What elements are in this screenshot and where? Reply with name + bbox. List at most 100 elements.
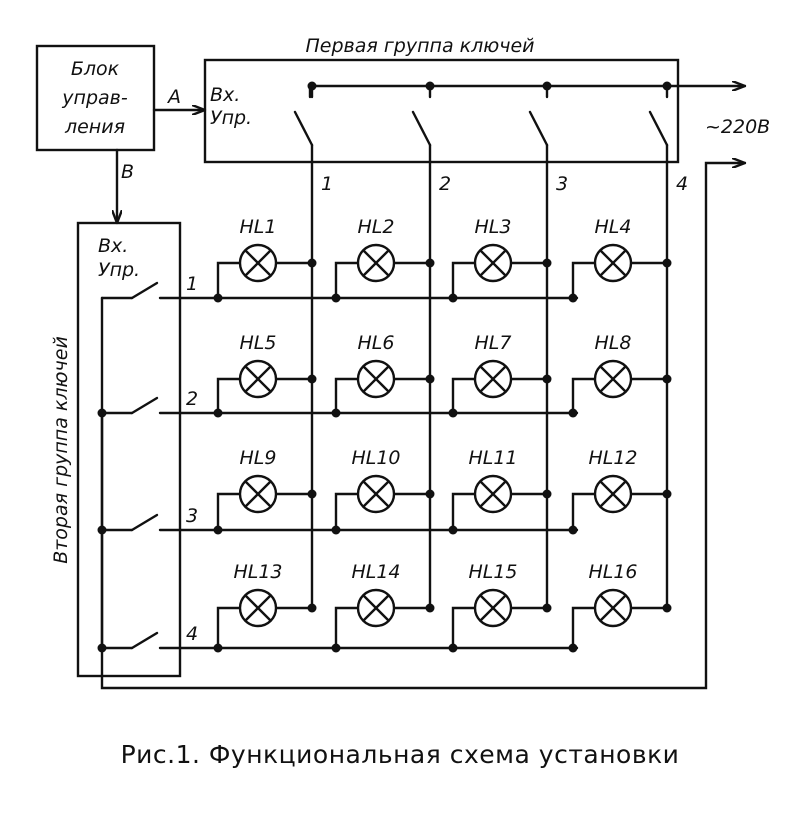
lamp-13-row-node — [213, 643, 223, 653]
row-label-1: 1 — [186, 273, 198, 295]
lamp-14-col-node — [425, 603, 435, 613]
lamp-label-3: HL3 — [475, 216, 512, 238]
row-label-3: 3 — [186, 505, 198, 527]
lamp-16-row-lead — [571, 606, 597, 650]
lamp-11-row-node — [448, 525, 458, 535]
second-group-node-3 — [97, 525, 107, 535]
second-group-switch-3 — [130, 513, 159, 532]
second-group-switch-4 — [130, 631, 159, 650]
lamp-7-row-lead — [451, 377, 477, 415]
lamp-12-col-node — [662, 489, 672, 499]
column-3-top-node — [542, 81, 552, 91]
lamp-1-row-node — [213, 293, 223, 303]
lamp-1-row-lead — [216, 261, 242, 300]
lamp-label-12: HL12 — [588, 447, 637, 469]
lamp-4-col-node — [662, 258, 672, 268]
lamp-16-row-node — [568, 643, 578, 653]
lamp-6-col-node — [425, 374, 435, 384]
lamp-9-row-lead — [216, 492, 242, 532]
lamp-11-row-lead — [451, 492, 477, 532]
first-key-group-input-1: Вх. — [210, 84, 240, 106]
lamp-5-row-lead — [216, 377, 242, 415]
lamp-6-row-node — [331, 408, 341, 418]
control-block-label-3: ления — [64, 116, 125, 138]
lamp-4-row-lead — [571, 261, 597, 300]
lamp-5-row-node — [213, 408, 223, 418]
lamp-11-cross-b — [479, 480, 507, 508]
lamp-label-9: HL9 — [240, 447, 277, 469]
second-group-switch-1 — [130, 281, 159, 300]
lamp-label-1: HL1 — [240, 216, 277, 238]
circuit-diagram: Блок управ- ления A B Первая группа ключ… — [35, 35, 770, 690]
lamp-10-col-node — [425, 489, 435, 499]
lamp-3-col-node — [542, 258, 552, 268]
first-group-switch-3 — [528, 110, 549, 147]
control-block — [35, 44, 156, 152]
link-a-label: A — [166, 86, 181, 108]
control-block-label-1: Блок — [71, 58, 120, 80]
lamp-3-cross-b — [479, 249, 507, 277]
first-group-switch-4 — [648, 110, 669, 147]
second-key-group-input-1: Вх. — [98, 235, 128, 257]
lamp-15-row-lead — [451, 606, 477, 650]
lamp-1-col-node — [307, 258, 317, 268]
column-4-top-node — [662, 81, 672, 91]
lamp-2-col-node — [425, 258, 435, 268]
lamp-13-cross-b — [244, 594, 272, 622]
row-label-2: 2 — [186, 388, 198, 410]
lamp-7-col-node — [542, 374, 552, 384]
second-group-switch-2 — [130, 396, 159, 415]
column-label-1: 1 — [321, 173, 333, 195]
lamp-9-cross-b — [244, 480, 272, 508]
lamp-5-col-node — [307, 374, 317, 384]
first-key-group-box — [203, 58, 680, 164]
first-key-group-title: Первая группа ключей — [305, 35, 534, 57]
lamp-9-col-node — [307, 489, 317, 499]
lamp-10-cross-b — [362, 480, 390, 508]
lamp-10-row-lead — [334, 492, 360, 532]
column-label-2: 2 — [439, 173, 451, 195]
column-label-3: 3 — [556, 173, 568, 195]
lamp-9-row-node — [213, 525, 223, 535]
lamp-2-cross-b — [362, 249, 390, 277]
lamp-16-cross-b — [599, 594, 627, 622]
lamp-label-6: HL6 — [358, 332, 395, 354]
lamp-10-row-node — [331, 525, 341, 535]
lamp-8-row-node — [568, 408, 578, 418]
supply-return-wire — [100, 163, 747, 690]
lamp-3-row-node — [448, 293, 458, 303]
lamp-12-cross-b — [599, 480, 627, 508]
lamp-label-13: HL13 — [233, 561, 282, 583]
lamp-label-8: HL8 — [595, 332, 632, 354]
first-key-group-input-2: Упр. — [210, 107, 252, 129]
lamp-13-col-node — [307, 603, 317, 613]
lamp-2-row-node — [331, 293, 341, 303]
figure-caption: Рис.1. Функциональная схема установки — [120, 740, 680, 769]
lamp-15-col-node — [542, 603, 552, 613]
lamp-label-16: HL16 — [588, 561, 637, 583]
lamp-12-row-lead — [571, 492, 597, 532]
lamp-15-cross-b — [479, 594, 507, 622]
column-label-4: 4 — [676, 173, 688, 195]
lamp-label-15: HL15 — [468, 561, 517, 583]
lamp-11-col-node — [542, 489, 552, 499]
lamp-14-row-node — [331, 643, 341, 653]
control-block-label-2: управ- — [61, 87, 128, 109]
lamp-4-cross-b — [599, 249, 627, 277]
lamp-3-row-lead — [451, 261, 477, 300]
lamp-2-row-lead — [334, 261, 360, 300]
lamp-7-cross-b — [479, 365, 507, 393]
lamp-16-col-node — [662, 603, 672, 613]
lamp-8-cross-b — [599, 365, 627, 393]
lamp-6-cross-b — [362, 365, 390, 393]
second-key-group-box — [76, 221, 182, 678]
lamp-8-col-node — [662, 374, 672, 384]
supply-label: ~220В — [705, 116, 770, 138]
lamp-13-row-lead — [216, 606, 242, 650]
second-group-node-2 — [97, 408, 107, 418]
lamp-4-row-node — [568, 293, 578, 303]
lamp-6-row-lead — [334, 377, 360, 415]
lamp-label-14: HL14 — [351, 561, 400, 583]
